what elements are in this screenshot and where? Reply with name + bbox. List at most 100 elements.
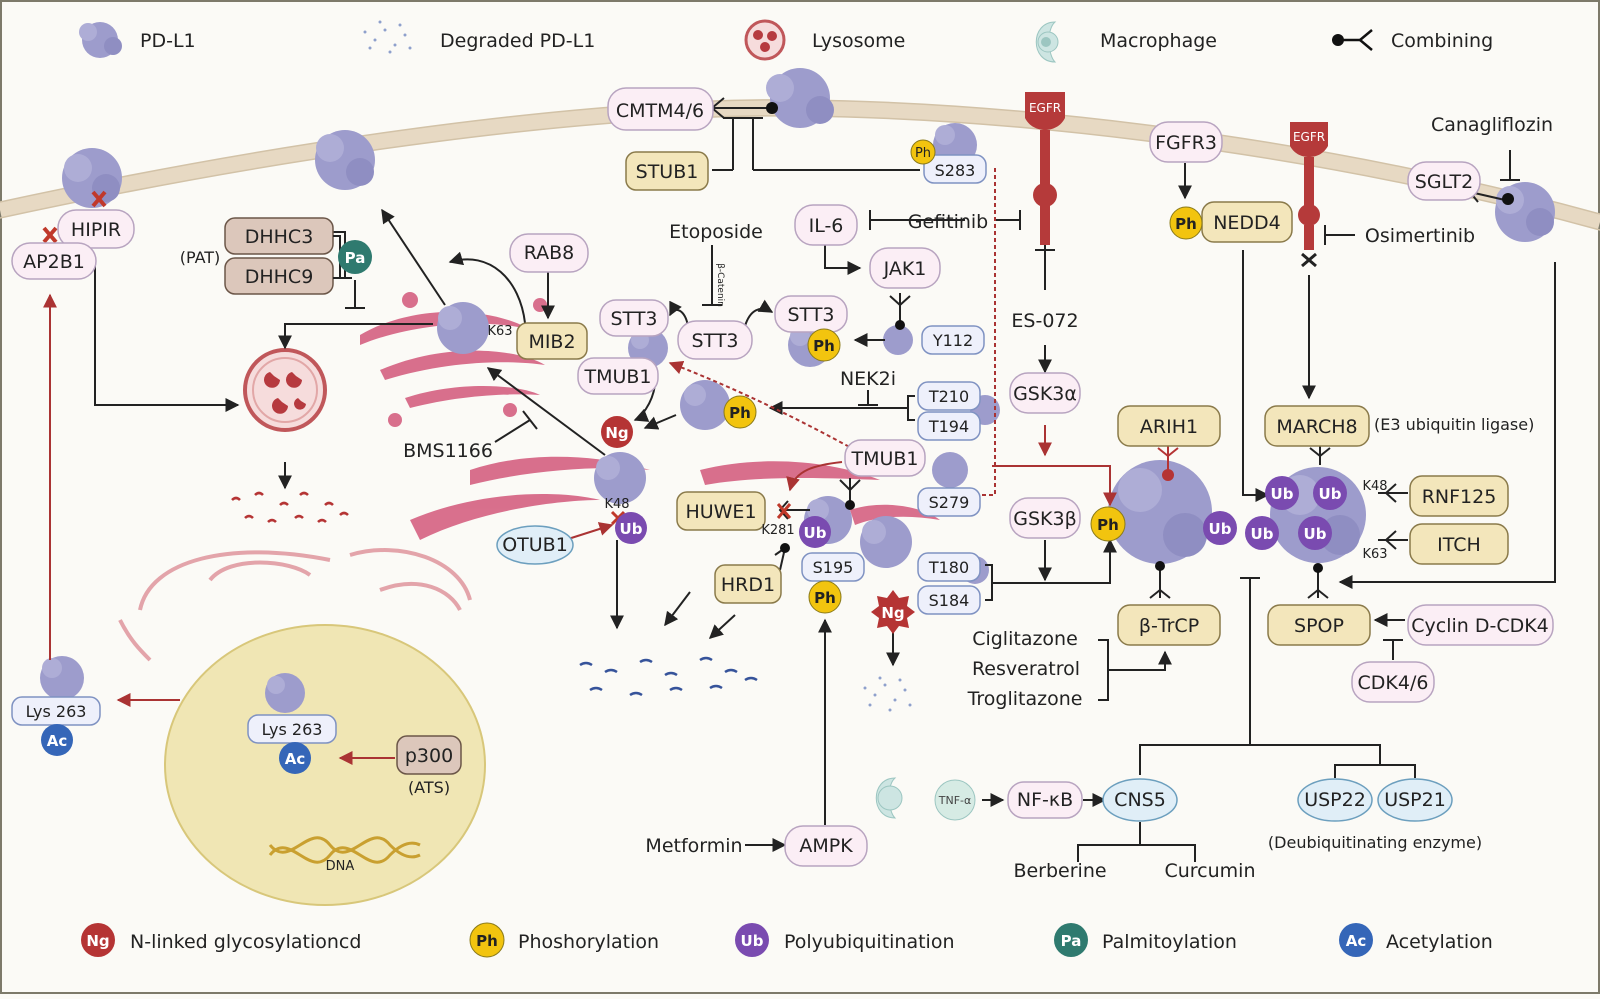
dna-icon bbox=[268, 836, 421, 864]
labels: CMTM4/6 STUB1 S283 FGFR3 NEDD4 Canaglifl… bbox=[23, 100, 1553, 882]
tmub1-left-box bbox=[577, 357, 659, 395]
pdl1-central bbox=[1108, 460, 1212, 564]
svg-text:Pa: Pa bbox=[345, 249, 366, 267]
legend-pdl1-label: PD-L1 bbox=[140, 30, 196, 52]
svg-text:Ub: Ub bbox=[741, 932, 764, 950]
tan-boxes bbox=[516, 151, 1509, 646]
svg-text:Ph: Ph bbox=[915, 146, 931, 161]
ub-badge-central: Ub bbox=[1203, 511, 1237, 545]
curcumin-label: Curcumin bbox=[1164, 860, 1255, 882]
ub-badge-huwe: Ub bbox=[799, 516, 831, 548]
pdl1-legend-icon bbox=[79, 22, 122, 58]
ph-badge-nek: Ph bbox=[723, 395, 757, 429]
hipir-box bbox=[57, 209, 135, 249]
cyclind-box bbox=[1407, 604, 1554, 646]
fgfr3-box bbox=[1149, 121, 1223, 163]
red-arrows bbox=[43, 168, 1117, 765]
combining-legend-icon bbox=[1332, 29, 1373, 51]
k48-label-rnf: K48 bbox=[1362, 479, 1387, 494]
ac-badge-left: Ac bbox=[41, 724, 73, 756]
ub-badge-otub: Ub bbox=[615, 512, 647, 544]
pdl1-sglt2 bbox=[1495, 182, 1555, 242]
march8-label: MARCH8 bbox=[1276, 416, 1357, 438]
legend-ub-icon: Ub bbox=[735, 923, 769, 957]
ub-badge-m1: Ub bbox=[1265, 476, 1299, 510]
cyclind-label: Cyclin D-CDK4 bbox=[1411, 615, 1549, 637]
svg-text:Ub: Ub bbox=[1271, 485, 1294, 503]
legend-top: PD-L1 Degraded PD-L1 Lysosome Macrophage… bbox=[79, 19, 1493, 63]
hipir-label: HIPIR bbox=[71, 219, 121, 241]
svg-text:Ub: Ub bbox=[620, 520, 643, 538]
legend-degraded-label: Degraded PD-L1 bbox=[440, 30, 595, 52]
legend-lysosome-label: Lysosome bbox=[812, 30, 905, 52]
nfkb-box bbox=[1007, 781, 1083, 819]
legend-pa-icon: Pa bbox=[1054, 923, 1088, 957]
pat-label: (PAT) bbox=[180, 248, 221, 267]
troglitazone-label: Troglitazone bbox=[967, 688, 1083, 710]
sglt2-box bbox=[1407, 161, 1481, 201]
sglt2-label: SGLT2 bbox=[1415, 171, 1473, 193]
e3-ligase-label: (E3 ubiquitin ligase) bbox=[1374, 415, 1534, 434]
dub-label: (Deubiquitinating enzyme) bbox=[1268, 833, 1482, 852]
stub1-label: STUB1 bbox=[636, 161, 699, 183]
rnf125-box bbox=[1409, 475, 1509, 517]
ampk-label: AMPK bbox=[799, 835, 853, 857]
ub-badge-m4: Ub bbox=[1298, 516, 1332, 550]
lysosome-legend-icon bbox=[744, 19, 786, 61]
gsk3a-label: GSK3α bbox=[1013, 383, 1077, 405]
svg-text:Ph: Ph bbox=[1097, 516, 1119, 534]
tnfa-circle bbox=[934, 779, 976, 821]
dna-label: DNA bbox=[326, 859, 355, 874]
rnf125-label: RNF125 bbox=[1422, 486, 1497, 508]
ap2b1-label: AP2B1 bbox=[23, 251, 85, 273]
block-marks bbox=[42, 190, 1317, 526]
stt3-mid-label: STT3 bbox=[691, 330, 738, 352]
legend-ng-label: N-linked glycosylationcd bbox=[130, 931, 361, 953]
pdl1-s195 bbox=[860, 516, 912, 568]
lys263-nuc-label: Lys 263 bbox=[262, 720, 323, 739]
legend-pa-label: Palmitoylation bbox=[1102, 931, 1237, 953]
degraded-fragments-lysosome bbox=[231, 491, 349, 523]
arih1-label: ARIH1 bbox=[1140, 416, 1198, 438]
cns5-label: CNS5 bbox=[1114, 789, 1166, 811]
mib2-label: MIB2 bbox=[528, 331, 575, 353]
tmub1-right-box bbox=[844, 439, 926, 477]
stt3-mid-box bbox=[677, 320, 753, 360]
svg-text:Ph: Ph bbox=[813, 337, 835, 355]
btrcp-box bbox=[1117, 604, 1221, 646]
k63-label-mib2: K63 bbox=[487, 324, 512, 339]
usp22-ellipse bbox=[1297, 778, 1373, 822]
nedd4-label: NEDD4 bbox=[1213, 212, 1281, 234]
legend-ac-label: Acetylation bbox=[1386, 931, 1493, 953]
resveratrol-label: Resveratrol bbox=[972, 658, 1080, 680]
svg-text:Ac: Ac bbox=[285, 750, 306, 768]
badges: Ph Ph Ph Ph Ph Ph Ng Ng Ub Ub Ub Ub Ub U… bbox=[41, 139, 1347, 774]
pdl1-cmtm bbox=[766, 68, 834, 128]
t194-label: T194 bbox=[928, 417, 969, 436]
egfr-label-1: EGFR bbox=[1029, 101, 1061, 115]
berberine-label: Berberine bbox=[1013, 860, 1106, 882]
gsk3a-box bbox=[1009, 372, 1081, 414]
gefitinib-label: Gefitinib bbox=[908, 211, 989, 233]
bms1166-label: BMS1166 bbox=[403, 440, 493, 462]
ampk-box bbox=[784, 825, 868, 867]
ciglitazone-label: Ciglitazone bbox=[972, 628, 1078, 650]
t180-box bbox=[917, 552, 981, 582]
cdk46-box bbox=[1351, 661, 1435, 703]
march8-box bbox=[1264, 405, 1370, 447]
stub1-box bbox=[625, 151, 709, 191]
y112-label: Y112 bbox=[932, 331, 973, 350]
btrcp-label: β-TrCP bbox=[1139, 615, 1199, 637]
s283-box bbox=[923, 154, 987, 184]
itch-label: ITCH bbox=[1437, 534, 1481, 556]
nek2i-label: NEK2i bbox=[840, 368, 896, 390]
il6-label: IL-6 bbox=[809, 215, 844, 237]
huwe1-label: HUWE1 bbox=[685, 501, 756, 523]
ph-badge-s283: Ph bbox=[910, 139, 936, 165]
usp21-label: USP21 bbox=[1384, 789, 1446, 811]
s195-label: S195 bbox=[813, 558, 854, 577]
dhhc9-label: DHHC9 bbox=[245, 266, 314, 288]
svg-text:Ph: Ph bbox=[476, 932, 498, 950]
ats-label: (ATS) bbox=[408, 778, 450, 797]
